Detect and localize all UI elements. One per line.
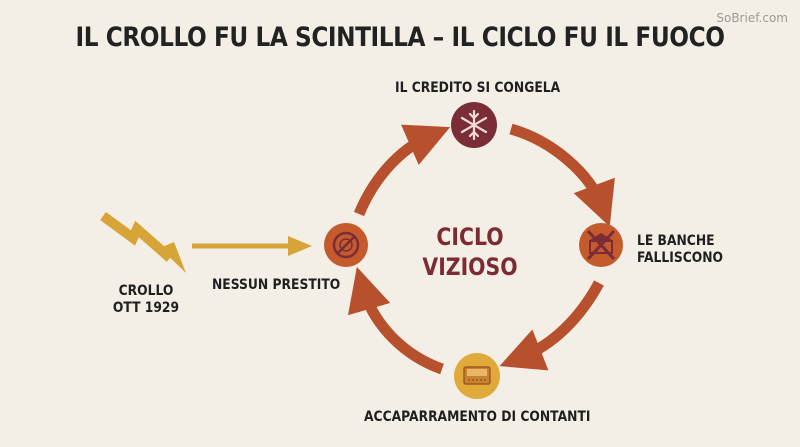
no-loans-label: NESSUN PRESTITO [212, 277, 341, 293]
page-title: IL CROLLO FU LA SCINTILLA – IL CICLO FU … [75, 22, 725, 53]
crash-label-line1: CROLLO [118, 283, 174, 299]
arrow-bottom-to-left [347, 266, 444, 375]
cycle-center-line2: VIZIOSO [422, 253, 518, 281]
arrow-left-to-top [353, 124, 451, 217]
banks-fail-node [579, 223, 623, 267]
watermark: SoBrief.com [716, 11, 788, 25]
no-coin-icon [332, 231, 360, 259]
cash-box-icon [463, 366, 491, 385]
banks-fail-label-line1: LE BANCHE [637, 233, 715, 249]
cycle-center-line1: CICLO [436, 223, 504, 251]
cash-hoarding-label: ACCAPARRAMENTO DI CONTANTI [364, 409, 591, 425]
arrow-top-to-right [509, 123, 615, 227]
credit-freezes-node [451, 102, 497, 148]
no-loans-arrow [192, 236, 312, 256]
credit-freezes-label: IL CREDITO SI CONGELA [395, 80, 561, 96]
crossed-bank-icon [586, 229, 616, 261]
crash-label: CROLLO OTT 1929 [106, 283, 187, 317]
no-lending-node [324, 223, 368, 267]
cycle-center-label: CICLO VIZIOSO [415, 222, 526, 282]
cash-hoarding-node [454, 353, 500, 399]
crash-label-line2: OTT 1929 [112, 300, 180, 316]
arrow-right-to-bottom [499, 280, 604, 371]
crash-arrow-icon [100, 211, 186, 273]
cycle-arrows [347, 123, 615, 375]
banks-fail-label: LE BANCHE FALLISCONO [637, 233, 723, 267]
snowflake-icon [460, 109, 488, 141]
banks-fail-label-line2: FALLISCONO [637, 250, 724, 266]
